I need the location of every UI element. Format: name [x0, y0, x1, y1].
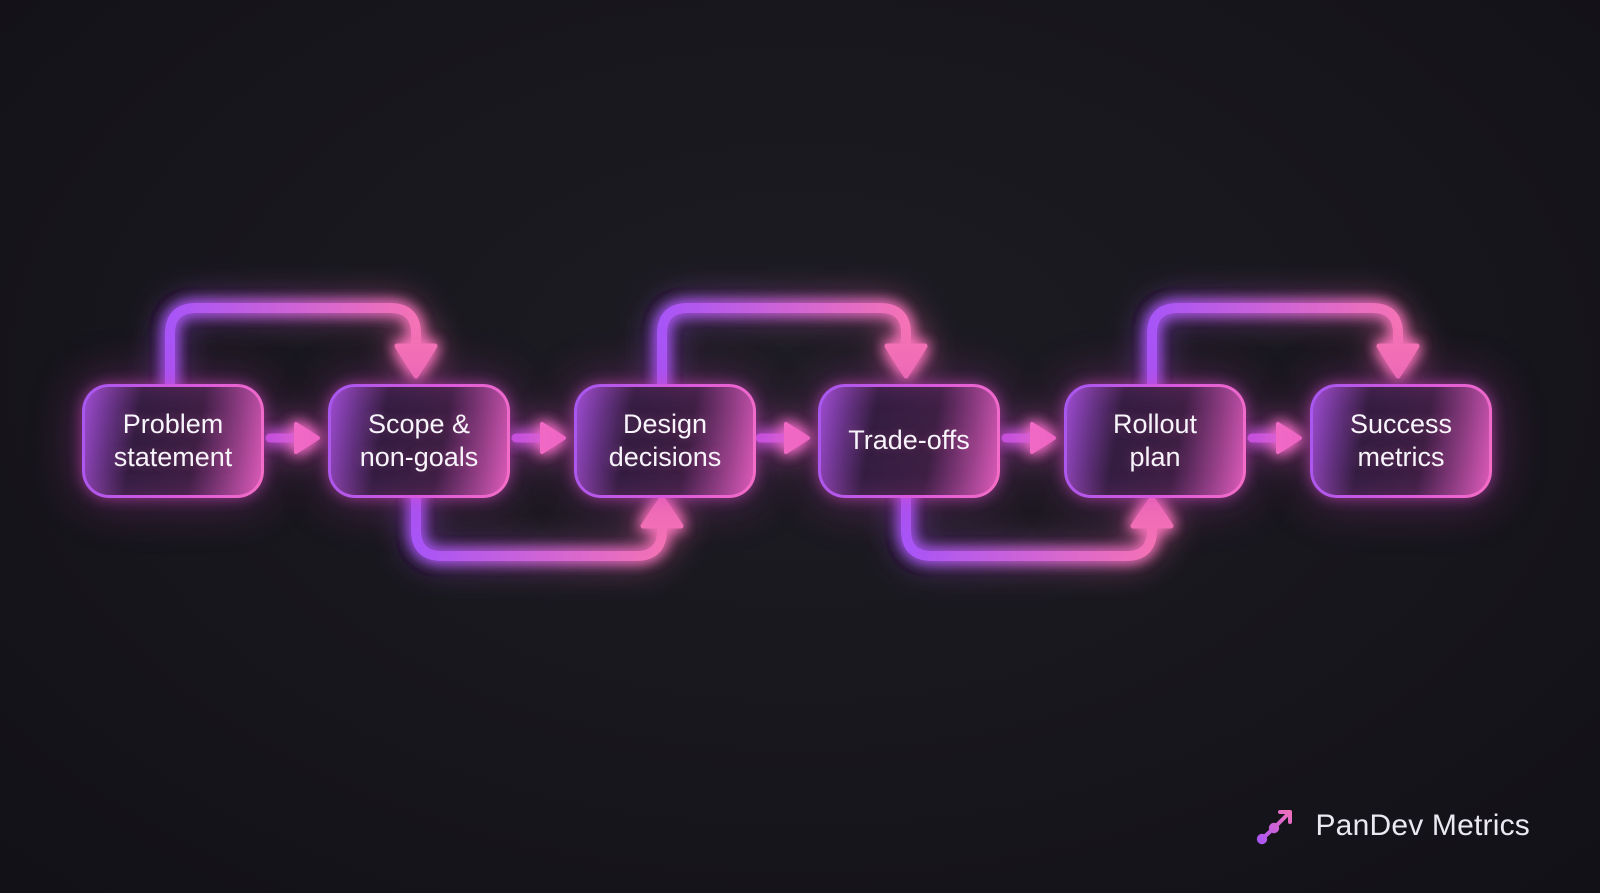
- edge-rollout-to-success-arc-top: [1147, 303, 1403, 392]
- trend-dots-arrow-icon: [1250, 801, 1300, 851]
- node-label: Trade-offs: [848, 425, 970, 456]
- edge-tradeoffs-to-rollout-arc-arrowhead: [1130, 495, 1174, 529]
- node-label: Rollout plan: [1112, 408, 1198, 472]
- edge-design-to-tradeoffs-arc-arrowhead: [884, 343, 928, 379]
- node-label: Success metrics: [1349, 408, 1453, 472]
- edge-scope-to-design-arc-bottom: [411, 484, 667, 561]
- edge-rollout-to-success-arc-arrowhead: [1376, 343, 1420, 379]
- edge-scope-to-design-straight-arrowhead: [540, 422, 566, 454]
- node-success-metrics: Success metrics: [1310, 384, 1492, 498]
- edge-design-to-tradeoffs-arc-top: [657, 303, 911, 392]
- edge-problem-to-scope-arc-top: [165, 303, 421, 392]
- edge-rollout-to-success-straight-arrowhead: [1276, 422, 1302, 454]
- node-trade-offs: Trade-offs: [818, 384, 1000, 498]
- edge-problem-to-scope-arc-arrowhead: [394, 343, 438, 379]
- edge-design-to-tradeoffs-straight-arrowhead: [784, 422, 810, 454]
- brand-logo: PanDev Metrics: [1250, 801, 1530, 851]
- node-rollout-plan: Rollout plan: [1064, 384, 1246, 498]
- edge-tradeoffs-to-rollout-arc-bottom: [901, 484, 1157, 561]
- brand-name: PanDev Metrics: [1315, 809, 1530, 842]
- edge-scope-to-design-arc-arrowhead: [640, 495, 684, 529]
- node-problem-statement: Problem statement: [82, 384, 264, 498]
- node-design-decisions: Design decisions: [574, 384, 756, 498]
- node-scope-non-goals: Scope & non-goals: [328, 384, 510, 498]
- edge-problem-to-scope-straight-arrowhead: [294, 422, 320, 454]
- node-label: Problem statement: [113, 408, 233, 472]
- edge-tradeoffs-to-rollout-straight-arrowhead: [1030, 422, 1056, 454]
- node-label: Design decisions: [608, 408, 722, 472]
- node-label: Scope & non-goals: [359, 408, 479, 472]
